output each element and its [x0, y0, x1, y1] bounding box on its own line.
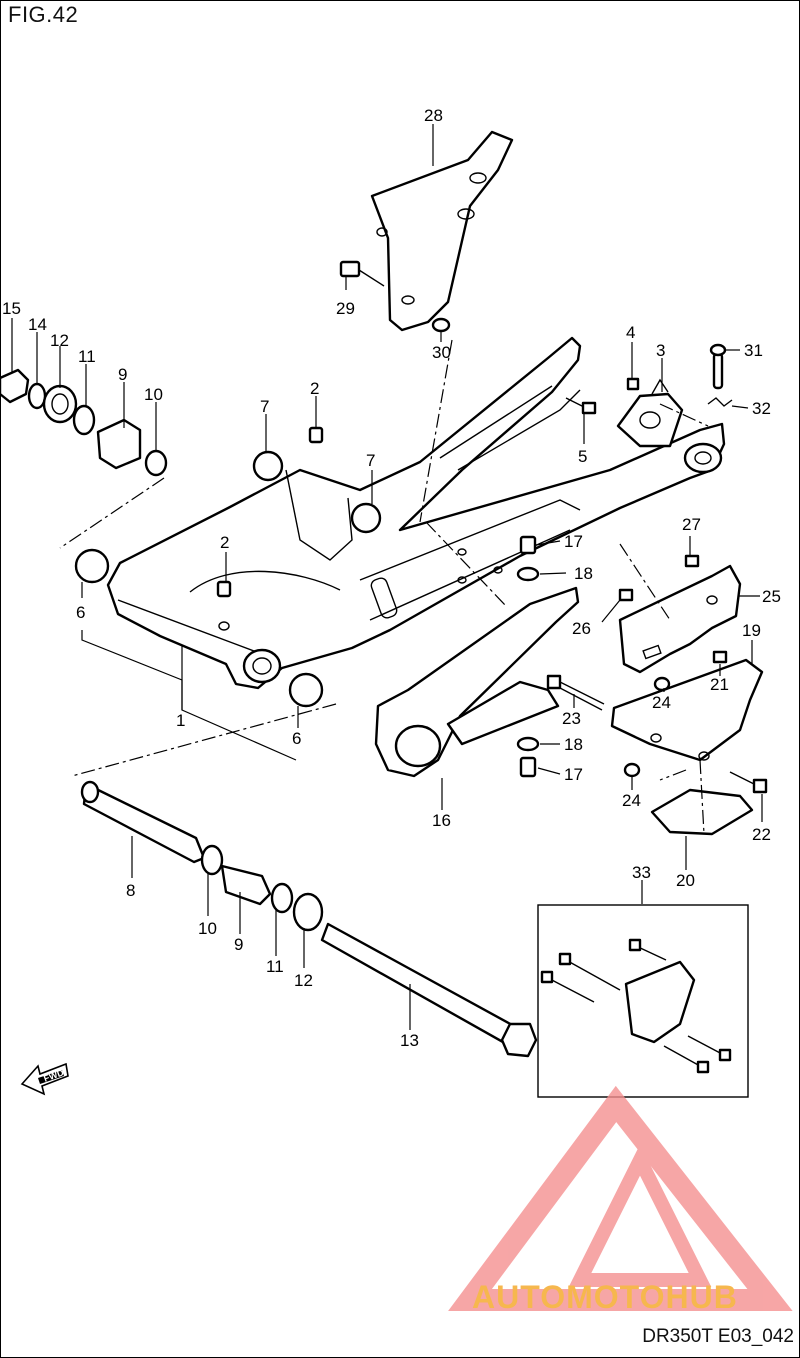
callout-21: 21 — [710, 675, 729, 694]
watermark-text: AUTOMOTOHUB — [472, 1279, 738, 1315]
callout-2-upper: 2 — [310, 379, 319, 398]
grease-nipple-2-upper — [308, 426, 324, 444]
callout-26: 26 — [572, 619, 591, 638]
washer-18-lower — [516, 736, 540, 752]
callout-8: 8 — [126, 881, 135, 900]
callout-4: 4 — [626, 323, 635, 342]
grease-nipple-2-lower — [216, 580, 232, 631]
bolt-22 — [729, 771, 768, 794]
callout-labels: 28 29 30 15 14 12 11 9 10 7 2 7 2 6 1 6 … — [2, 106, 781, 1050]
callout-18-upper: 18 — [574, 564, 593, 583]
bushing-7-left — [252, 450, 284, 482]
callout-31: 31 — [744, 341, 763, 360]
callout-10-upper: 10 — [144, 385, 163, 404]
callout-24-lower: 24 — [622, 791, 641, 810]
callout-10-lower: 10 — [198, 919, 217, 938]
callout-14: 14 — [28, 315, 47, 334]
callout-29: 29 — [336, 299, 355, 318]
callout-9-upper: 9 — [118, 365, 127, 384]
callout-11-lower: 11 — [266, 957, 284, 976]
bracket-25 — [618, 564, 742, 674]
bracket-19 — [610, 658, 764, 762]
bolt-5 — [565, 397, 597, 415]
chain-guard — [370, 130, 514, 332]
spacer-8 — [80, 780, 206, 864]
callout-25: 25 — [762, 587, 781, 606]
callout-23: 23 — [562, 709, 581, 728]
bolt-29 — [339, 260, 385, 287]
callout-3: 3 — [656, 341, 665, 360]
callout-20: 20 — [676, 871, 695, 890]
bearing-stack-upper — [0, 368, 168, 477]
callout-6-left: 6 — [76, 603, 85, 622]
clip-32 — [707, 397, 733, 407]
fwd-arrow: FWD — [20, 1062, 69, 1096]
guard-plate-20 — [650, 788, 754, 836]
assembly-lines — [59, 339, 709, 835]
callout-33: 33 — [632, 863, 651, 882]
callout-2-lower: 2 — [220, 533, 229, 552]
callout-19: 19 — [742, 621, 761, 640]
pivot-shaft-13 — [320, 922, 538, 1058]
callout-32: 32 — [752, 399, 771, 418]
nut-24-upper — [653, 676, 671, 692]
bushing-6-right — [288, 672, 324, 708]
callout-27: 27 — [682, 515, 701, 534]
pin-31 — [709, 343, 727, 390]
chain-buffer — [374, 586, 580, 778]
diagram-code: DR350T E03_042 — [642, 1326, 794, 1347]
bushing-6-left — [74, 548, 110, 584]
bolt-27 — [684, 554, 700, 568]
callout-5: 5 — [578, 447, 587, 466]
callout-17-lower: 17 — [564, 765, 583, 784]
callout-16: 16 — [432, 811, 451, 830]
callout-28: 28 — [424, 106, 443, 125]
bearing-9-lower — [220, 864, 272, 906]
bolt-21 — [712, 650, 728, 664]
figure-title: FIG.42 — [8, 2, 79, 27]
callout-7-left: 7 — [260, 397, 269, 416]
ring-12-lower — [292, 892, 324, 932]
callout-17-upper: 17 — [564, 532, 583, 551]
callout-30: 30 — [432, 343, 451, 362]
callout-1: 1 — [176, 711, 185, 730]
callout-6-right: 6 — [292, 729, 301, 748]
callout-24-upper: 24 — [652, 693, 671, 712]
callout-9-lower: 9 — [234, 935, 243, 954]
callout-22: 22 — [752, 825, 771, 844]
seal-10-lower — [200, 844, 224, 876]
callout-12-upper: 12 — [50, 331, 69, 350]
callout-11-upper: 11 — [78, 347, 96, 366]
callout-18-lower: 18 — [564, 735, 583, 754]
washer-18-upper — [516, 566, 540, 582]
washer-30 — [431, 317, 451, 333]
bolt-17-upper — [519, 535, 537, 555]
swingarm — [106, 336, 726, 690]
callout-13: 13 — [400, 1031, 419, 1050]
watermark-logo: AUTOMOTOHUB — [448, 1085, 793, 1315]
callout-7-right: 7 — [366, 451, 375, 470]
bolt-4 — [626, 377, 640, 391]
bushing-7-right — [350, 502, 382, 534]
callout-15: 15 — [2, 299, 21, 318]
washer-11-lower — [270, 882, 294, 914]
nut-24-lower — [623, 762, 641, 778]
leader-lines — [11, 124, 763, 1030]
bolt-26 — [618, 588, 634, 602]
inset-box-33 — [537, 904, 749, 1098]
bolt-17-lower — [519, 756, 537, 778]
callout-12-lower: 12 — [294, 971, 313, 990]
bolt-23 — [546, 674, 605, 711]
